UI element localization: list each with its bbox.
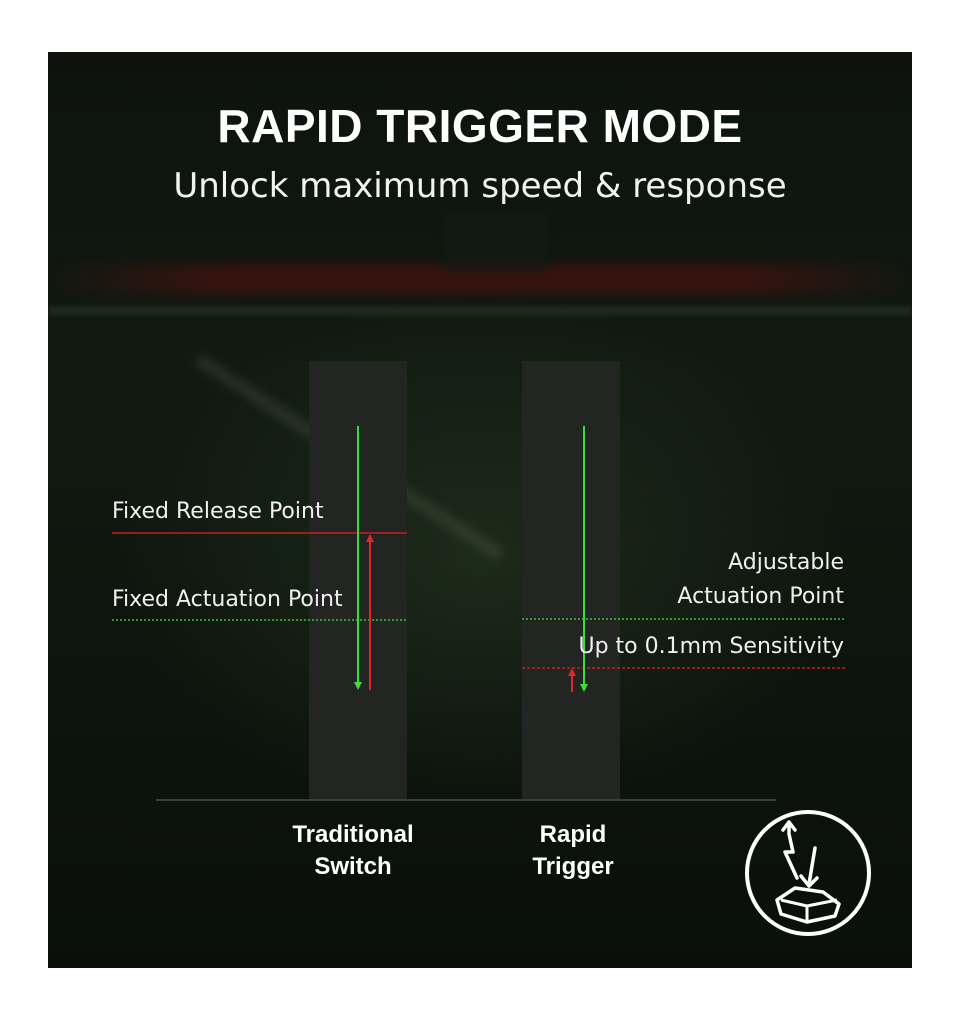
diagram-lines — [112, 426, 845, 692]
rapid-label-line1: Rapid — [539, 821, 607, 848]
fixed-actuation-label: Fixed Actuation Point — [112, 587, 343, 612]
rapid-label-line2: Trigger — [532, 853, 614, 880]
traditional-label-line1: Traditional — [292, 821, 414, 848]
fixed-release-label: Fixed Release Point — [112, 499, 324, 524]
rapid-trigger-column — [522, 361, 620, 801]
adjustable-actuation-label-line1: Adjustable — [728, 550, 844, 575]
traditional-label-line2: Switch — [314, 853, 392, 880]
background-green-band — [48, 307, 912, 315]
background-block — [443, 212, 548, 272]
diagram-baseline — [156, 799, 776, 801]
page-subtitle: Unlock maximum speed & response — [173, 166, 787, 206]
rapid-trigger-graphic: RAPID TRIGGER MODE Unlock maximum speed … — [48, 52, 912, 968]
adjustable-actuation-label-line2: Actuation Point — [677, 584, 844, 609]
page-title: RAPID TRIGGER MODE — [217, 100, 743, 152]
rapid-trigger-keycap-icon — [745, 810, 871, 936]
sensitivity-label: Up to 0.1mm Sensitivity — [578, 634, 844, 659]
